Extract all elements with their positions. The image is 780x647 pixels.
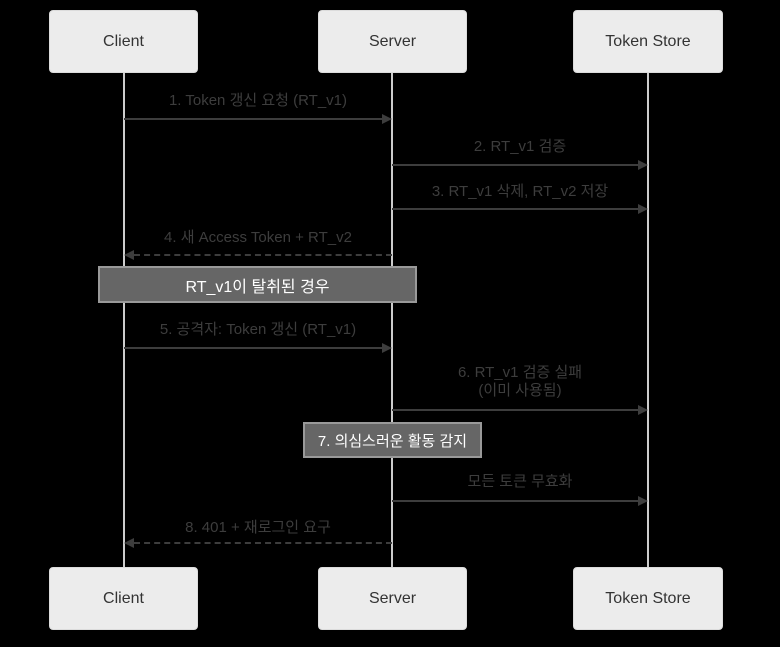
message-2-label: 2. RT_v1 검증 xyxy=(473,138,567,155)
message-3-label: 3. RT_v1 삭제, RT_v2 저장 xyxy=(431,183,609,200)
message-8-line xyxy=(134,542,392,544)
message-2-arrowhead xyxy=(638,160,648,170)
lifeline-token-store xyxy=(647,73,649,567)
message-6-arrowhead xyxy=(638,405,648,415)
note-suspicious-activity: 7. 의심스러운 활동 감지 xyxy=(303,422,482,458)
message-1-line xyxy=(124,118,382,120)
actor-server-label-bottom: Server xyxy=(368,589,417,607)
message-6-line xyxy=(392,409,638,411)
message-4-line xyxy=(134,254,392,256)
message-6-label-line1: 6. RT_v1 검증 실패 xyxy=(457,364,583,381)
actor-token-store-label: Token Store xyxy=(605,32,691,50)
actor-token-store-label-bottom: Token Store xyxy=(605,589,691,607)
message-2-line xyxy=(392,164,638,166)
message-invalidate-arrowhead xyxy=(638,496,648,506)
message-5-label: 5. 공격자: Token 갱신 (RT_v1) xyxy=(159,321,357,338)
message-1-arrowhead xyxy=(382,114,392,124)
actor-client-label: Client xyxy=(103,32,144,50)
actor-client-label-bottom: Client xyxy=(103,589,144,607)
actor-token-store-bottom: Token Store xyxy=(573,567,723,630)
message-5-line xyxy=(124,347,382,349)
note-rt-v1-stolen-label: RT_v1이 탈취된 경우 xyxy=(185,278,330,296)
message-1-label: 1. Token 갱신 요청 (RT_v1) xyxy=(168,92,348,109)
message-4-arrowhead xyxy=(124,250,134,260)
actor-client-top: Client xyxy=(49,10,198,73)
lifeline-server xyxy=(391,73,393,567)
actor-server-label: Server xyxy=(368,32,417,50)
message-invalidate-label: 모든 토큰 무효화 xyxy=(467,473,573,490)
message-6-label-line2: (이미 사용됨) xyxy=(478,382,562,399)
message-invalidate-line xyxy=(392,500,638,502)
message-3-line xyxy=(392,208,638,210)
actor-server-bottom: Server xyxy=(318,567,467,630)
message-8-arrowhead xyxy=(124,538,134,548)
lifeline-client xyxy=(123,73,125,567)
message-4-label: 4. 새 Access Token + RT_v2 xyxy=(164,229,352,246)
message-3-arrowhead xyxy=(638,204,648,214)
actor-server-top: Server xyxy=(318,10,467,73)
message-8-label: 8. 401 + 재로그인 요구 xyxy=(185,519,331,536)
note-suspicious-activity-label: 7. 의심스러운 활동 감지 xyxy=(317,432,468,450)
note-rt-v1-stolen: RT_v1이 탈취된 경우 xyxy=(98,266,417,303)
actor-token-store-top: Token Store xyxy=(573,10,723,73)
actor-client-bottom: Client xyxy=(49,567,198,630)
message-6-label: 6. RT_v1 검증 실패 (이미 사용됨) xyxy=(392,364,648,400)
message-5-arrowhead xyxy=(382,343,392,353)
